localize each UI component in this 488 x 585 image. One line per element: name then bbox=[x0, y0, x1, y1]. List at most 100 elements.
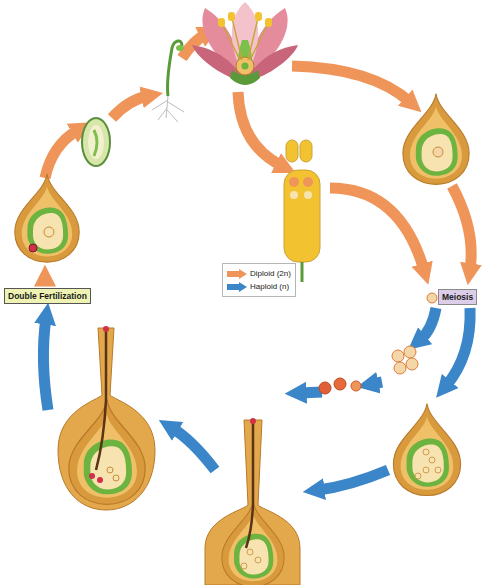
stage-text: Double Fertilization bbox=[8, 290, 87, 302]
ovary bbox=[236, 57, 254, 75]
pollen-tube bbox=[246, 420, 253, 548]
seed bbox=[82, 118, 110, 166]
diploid-arrow bbox=[330, 188, 424, 270]
sperm-cell bbox=[97, 477, 103, 483]
filament bbox=[250, 24, 268, 60]
embryo-sac-cells bbox=[241, 549, 261, 569]
pollen-sac bbox=[303, 177, 313, 187]
root bbox=[167, 110, 178, 122]
stage-label: Meiosis bbox=[438, 289, 477, 305]
root bbox=[166, 96, 168, 118]
diploid-arrow bbox=[292, 66, 410, 102]
anther bbox=[255, 12, 262, 21]
pistil-with-pollen-tube bbox=[205, 418, 300, 585]
flower bbox=[192, 2, 298, 85]
pollen-sac bbox=[289, 177, 299, 187]
seedling bbox=[152, 41, 184, 122]
legend: Diploid (2n)Haploid (n) bbox=[222, 263, 296, 297]
megasporocyte bbox=[433, 147, 443, 157]
haploid-arrow bbox=[372, 382, 382, 384]
ovule bbox=[403, 94, 469, 185]
legend-arrow bbox=[227, 282, 247, 292]
microspore bbox=[394, 362, 406, 374]
haploid-arrow bbox=[172, 428, 215, 470]
microspore bbox=[406, 358, 418, 370]
stage-label: Double Fertilization bbox=[4, 288, 91, 304]
cell bbox=[113, 475, 119, 481]
haploid-arrow bbox=[43, 318, 48, 410]
anthers-small bbox=[218, 12, 272, 27]
cell bbox=[241, 563, 247, 569]
cell bbox=[429, 457, 435, 463]
microspore bbox=[404, 346, 416, 358]
ovule bbox=[69, 400, 145, 505]
endosperm-nucleus bbox=[44, 227, 54, 237]
fertilized-ovule bbox=[15, 174, 79, 262]
haploid-arrow bbox=[446, 308, 470, 386]
pistil-outline bbox=[58, 328, 155, 510]
anther bbox=[286, 140, 298, 162]
stamens bbox=[222, 18, 268, 60]
cell bbox=[415, 473, 421, 479]
embryo bbox=[94, 130, 97, 156]
microsporocyte bbox=[427, 293, 437, 303]
anther-detail bbox=[284, 140, 320, 282]
roots bbox=[152, 96, 184, 122]
legend-text: Haploid (n) bbox=[250, 280, 289, 293]
stage-text: Meiosis bbox=[442, 291, 473, 303]
seed-coat bbox=[82, 118, 110, 166]
pollen-tube bbox=[96, 328, 106, 470]
haploid-arrow bbox=[318, 470, 388, 490]
ovule bbox=[393, 403, 460, 495]
sperm-cell bbox=[89, 473, 95, 479]
cell bbox=[107, 467, 113, 473]
legend-row: Haploid (n) bbox=[227, 280, 291, 293]
pollen-grains bbox=[319, 378, 361, 394]
legend-arrow bbox=[227, 269, 247, 279]
pollen-grain bbox=[351, 381, 361, 391]
pollen-grain bbox=[103, 326, 109, 332]
pollen-grain bbox=[334, 378, 346, 390]
root bbox=[168, 102, 184, 112]
zygote bbox=[29, 244, 37, 252]
legend-swatch bbox=[227, 269, 247, 279]
diploid-arrow bbox=[452, 186, 471, 270]
pollen-grain bbox=[319, 382, 331, 394]
haploid-arrow bbox=[420, 308, 436, 340]
cell bbox=[423, 467, 429, 473]
cell bbox=[435, 467, 441, 473]
cell bbox=[423, 449, 429, 455]
diploid-arrow bbox=[45, 130, 78, 178]
diploid-arrow bbox=[238, 92, 282, 166]
diploid-arrow bbox=[40, 280, 51, 286]
pollen-sac bbox=[304, 191, 312, 199]
sperm-cells bbox=[89, 467, 119, 483]
legend-row: Diploid (2n) bbox=[227, 267, 291, 280]
embryo-sac-cells bbox=[415, 449, 441, 479]
legend-text: Diploid (2n) bbox=[250, 267, 291, 280]
anther bbox=[300, 140, 312, 162]
haploid-arrow bbox=[300, 392, 322, 393]
root bbox=[152, 100, 168, 110]
anther-section bbox=[284, 170, 320, 262]
legend-swatch bbox=[227, 282, 247, 292]
ovule bbox=[242, 63, 249, 70]
cell bbox=[247, 549, 253, 555]
filament bbox=[301, 262, 304, 282]
diploid-arrow bbox=[112, 96, 148, 118]
cell bbox=[255, 557, 261, 563]
pollen-sac bbox=[290, 191, 298, 199]
anther bbox=[228, 12, 235, 21]
cotyledon bbox=[176, 45, 184, 51]
endosperm bbox=[88, 125, 104, 159]
tetrad bbox=[392, 346, 418, 374]
diploid-arrows bbox=[45, 34, 471, 286]
pollen-grain bbox=[250, 418, 256, 424]
anther bbox=[265, 18, 272, 27]
filament bbox=[232, 18, 242, 60]
pistil-with-pollen-tube bbox=[58, 326, 155, 510]
microspore bbox=[392, 350, 404, 362]
root bbox=[158, 108, 167, 120]
anther bbox=[218, 18, 225, 27]
